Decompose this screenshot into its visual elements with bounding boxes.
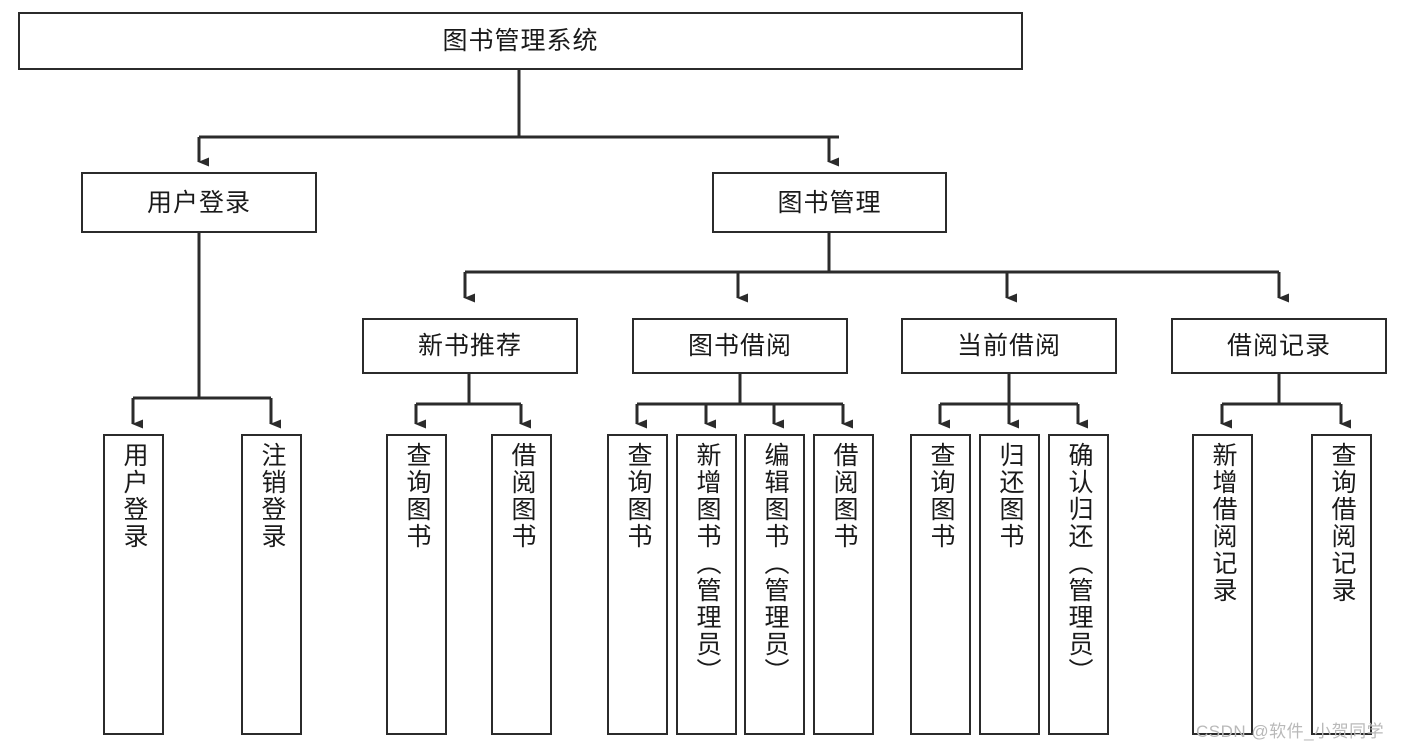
leaf-borrow-book-recommend[interactable]: 借阅图书 xyxy=(491,434,552,735)
node-label: 当前借阅 xyxy=(956,332,1061,360)
node-label: 注销登录 xyxy=(258,442,286,550)
node-label: 新增借阅记录 xyxy=(1209,442,1237,604)
node-label: 查询借阅记录 xyxy=(1328,442,1356,604)
leaf-query-borrow-record[interactable]: 查询借阅记录 xyxy=(1311,434,1372,735)
node-label: 用户登录 xyxy=(146,188,251,217)
node-current-borrow[interactable]: 当前借阅 xyxy=(901,318,1117,374)
node-label: 图书管理系统 xyxy=(442,27,599,55)
leaf-add-borrow-record[interactable]: 新增借阅记录 xyxy=(1192,434,1253,735)
node-book-management[interactable]: 图书管理 xyxy=(712,172,947,233)
node-label: 借阅图书 xyxy=(508,442,536,550)
leaf-logout[interactable]: 注销登录 xyxy=(241,434,302,735)
leaf-query-book-current[interactable]: 查询图书 xyxy=(910,434,971,735)
leaf-add-book-admin[interactable]: 新增图书（管理员） xyxy=(676,434,737,735)
leaf-confirm-return-admin[interactable]: 确认归还（管理员） xyxy=(1048,434,1109,735)
leaf-edit-book-admin[interactable]: 编辑图书（管理员） xyxy=(744,434,805,735)
node-label: 确认归还（管理员） xyxy=(1065,442,1093,685)
leaf-return-book[interactable]: 归还图书 xyxy=(979,434,1040,735)
csdn-watermark: CSDN @软件_小贺同学 xyxy=(1196,717,1384,742)
node-label: 编辑图书（管理员） xyxy=(761,442,789,685)
node-label: 用户登录 xyxy=(120,442,148,550)
node-label: 借阅图书 xyxy=(830,442,858,550)
node-new-book-recommend[interactable]: 新书推荐 xyxy=(362,318,578,374)
leaf-query-book-borrow[interactable]: 查询图书 xyxy=(607,434,668,735)
node-label: 新增图书（管理员） xyxy=(693,442,721,685)
node-book-borrow[interactable]: 图书借阅 xyxy=(632,318,848,374)
node-label: 查询图书 xyxy=(403,442,431,550)
node-label: 查询图书 xyxy=(927,442,955,550)
node-label: 归还图书 xyxy=(996,442,1024,550)
node-label: 图书管理 xyxy=(777,188,882,217)
node-user-login[interactable]: 用户登录 xyxy=(81,172,317,233)
node-label: 查询图书 xyxy=(624,442,652,550)
node-label: 借阅记录 xyxy=(1226,332,1331,360)
node-label: 新书推荐 xyxy=(417,332,522,360)
leaf-user-login[interactable]: 用户登录 xyxy=(103,434,164,735)
leaf-query-book-recommend[interactable]: 查询图书 xyxy=(386,434,447,735)
node-root-book-management-system[interactable]: 图书管理系统 xyxy=(18,12,1023,70)
leaf-borrow-book[interactable]: 借阅图书 xyxy=(813,434,874,735)
node-label: 图书借阅 xyxy=(687,332,792,360)
watermark-text: CSDN @软件_小贺同学 xyxy=(1196,722,1385,741)
node-borrow-record[interactable]: 借阅记录 xyxy=(1171,318,1387,374)
